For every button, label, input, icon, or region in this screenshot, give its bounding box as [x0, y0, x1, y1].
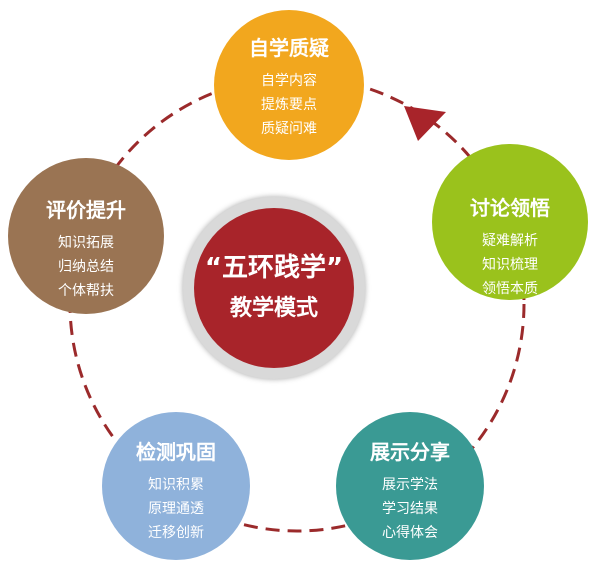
- node-self-study: 自学质疑 自学内容 提炼要点 质疑问难: [214, 10, 364, 160]
- node-item: 归纳总结: [58, 259, 114, 275]
- node-item: 原理通透: [148, 501, 204, 517]
- node-item: 迁移创新: [148, 525, 204, 541]
- node-title: 讨论领悟: [470, 196, 550, 220]
- node-item: 展示学法: [382, 477, 438, 493]
- node-title: 评价提升: [46, 198, 126, 222]
- node-title: 检测巩固: [136, 440, 216, 464]
- node-item: 知识拓展: [58, 235, 114, 251]
- node-item: 心得体会: [382, 525, 438, 541]
- cycle-arrow-icon: [404, 106, 446, 141]
- node-item: 自学内容: [261, 73, 317, 89]
- center-subtitle: 教学模式: [229, 296, 318, 321]
- node-item: 学习结果: [382, 501, 438, 517]
- node-item: 提炼要点: [261, 97, 317, 113]
- node-item: 质疑问难: [261, 121, 317, 137]
- node-item: 疑难解析: [482, 233, 538, 249]
- center-circle: “五环践学” 教学模式: [194, 208, 354, 368]
- node-presentation: 展示分享 展示学法 学习结果 心得体会: [336, 412, 484, 560]
- center-title: “五环践学”: [204, 253, 344, 283]
- node-testing: 检测巩固 知识积累 原理通透 迁移创新: [102, 412, 250, 560]
- node-title: 展示分享: [370, 440, 450, 464]
- node-discussion: 讨论领悟 疑难解析 知识梳理 领悟本质: [432, 144, 588, 300]
- node-item: 知识积累: [148, 477, 204, 493]
- node-title: 自学质疑: [249, 36, 329, 60]
- node-evaluation: 评价提升 知识拓展 归纳总结 个体帮扶: [8, 158, 164, 314]
- node-item: 知识梳理: [482, 257, 538, 273]
- node-item: 个体帮扶: [58, 283, 114, 299]
- node-item: 领悟本质: [482, 281, 538, 297]
